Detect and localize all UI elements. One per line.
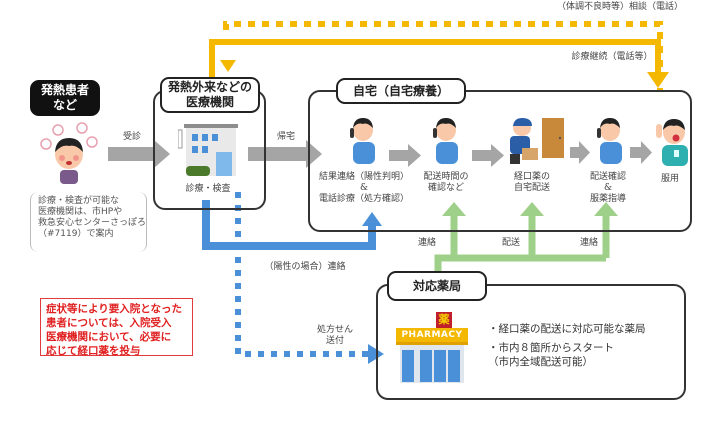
home-title: 自宅（自宅療養） <box>336 78 466 104</box>
hospital-building-icon <box>177 122 240 178</box>
prescription-label: 処方せん 送付 <box>316 325 353 346</box>
sick-person-icon <box>38 122 100 188</box>
pharmacy-bullet-1: ・経口薬の配送に対応可能な薬局 <box>488 323 646 335</box>
pharmacy-store-icon: 薬 PHARMACY <box>396 312 468 384</box>
pharmacy-panel <box>376 284 686 400</box>
arrow-step3-to-step4 <box>570 141 590 164</box>
phone-call-person-icon <box>345 116 381 166</box>
pharmacy-links <box>434 202 618 276</box>
to-clinic-label: 受診 <box>122 132 141 142</box>
arrow-step1-to-step2 <box>389 144 421 167</box>
pharmacy-link-contact-1: 連絡 <box>417 238 436 248</box>
go-home-label: 帰宅 <box>276 132 295 142</box>
patient-note-bracket <box>30 192 147 252</box>
pharmacy-sign-text: PHARMACY <box>401 330 463 340</box>
clinic-caption: 診療・検査 <box>185 184 231 194</box>
patient-note: 診療・検査が可能な 医療機関は、市HPや 救急安心センターさっぽろ （#7119… <box>38 196 147 239</box>
patient-title: 発熱患者 など <box>30 80 100 116</box>
hospitalization-warning: 症状等により要入院となった 患者については、入院受入 医療機関において、必要に … <box>40 298 193 357</box>
arrow-patient-to-clinic <box>108 140 170 168</box>
pharmacy-link-delivery: 配送 <box>501 238 520 248</box>
pharmacy-title: 対応薬局 <box>387 271 487 301</box>
step-label-home-delivery: 経口薬の 自宅配送 <box>513 172 550 193</box>
arrow-step4-to-step5 <box>630 141 652 164</box>
pharmacy-sign-kanji: 薬 <box>438 313 450 326</box>
delivery-person-icon <box>506 116 568 166</box>
step-label-take-medicine: 服用 <box>660 174 679 184</box>
continue-care-arrowhead-home <box>647 72 669 88</box>
consult-arrowhead-clinic <box>220 60 236 72</box>
pharmacy-bullet-2: ・市内８箇所からスタート （市内全域配送可能） <box>488 342 614 368</box>
clinic-title: 発熱外来などの 医療機関 <box>160 77 260 113</box>
taking-medicine-person-icon <box>652 116 692 168</box>
continue-care-label: 診療継続（電話等） <box>571 52 653 62</box>
arrow-step2-to-step3 <box>472 144 504 167</box>
home-panel <box>308 90 692 232</box>
positive-contact-line <box>202 200 382 250</box>
step-label-delivery-time: 配送時間の 確認など <box>423 172 469 193</box>
step-label-result-contact: 結果連絡（陽性判明） & 電話診療（処方確認） <box>318 172 409 204</box>
phone-call-person-icon <box>592 116 628 166</box>
phone-call-person-icon <box>428 116 464 166</box>
step-label-delivery-confirm: 配送確認 & 服薬指導 <box>589 172 626 204</box>
positive-contact-label: （陽性の場合）連絡 <box>264 262 346 272</box>
consult-loop-dotted <box>223 21 663 90</box>
arrow-clinic-to-home <box>248 140 322 168</box>
consult-loop-label: （体調不良時等）相談（電話） <box>556 2 683 12</box>
continue-care-loop <box>209 39 661 80</box>
pharmacy-link-contact-2: 連絡 <box>579 238 598 248</box>
